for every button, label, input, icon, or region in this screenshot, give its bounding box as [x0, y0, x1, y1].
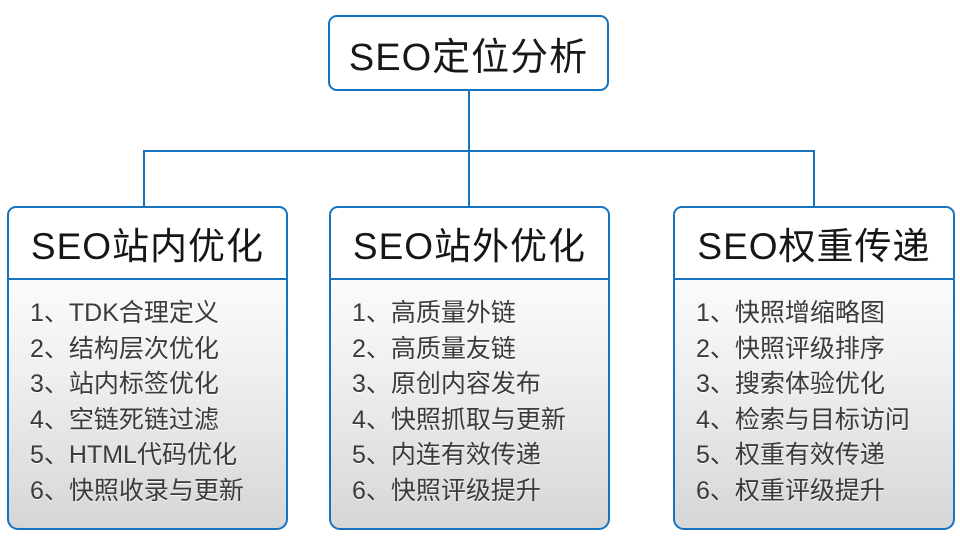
- list-item: 4、检索与目标访问: [696, 405, 910, 434]
- connector-middle-vertical: [468, 150, 470, 208]
- list-item: 1、TDK合理定义: [30, 299, 219, 327]
- list-item: 4、快照抓取与更新: [352, 405, 566, 434]
- list-item: 1、高质量外链: [352, 299, 516, 327]
- list-item: 6、快照收录与更新: [30, 476, 244, 505]
- root-node-label: SEO定位分析: [348, 36, 589, 79]
- list-item: 6、权重评级提升: [696, 476, 885, 505]
- list-item: 3、搜索体验优化: [696, 370, 885, 399]
- list-item: 6、快照评级提升: [352, 476, 541, 505]
- root-node: SEO定位分析: [328, 15, 609, 91]
- column-onsite-header: SEO站内优化: [7, 206, 288, 280]
- column-onsite-list: 1、TDK合理定义 2、结构层次优化 3、站内标签优化 4、空链死链过滤 5、H…: [7, 280, 288, 530]
- column-offsite-optimization: SEO站外优化 1、高质量外链 2、高质量友链 3、原创内容发布 4、快照抓取与…: [329, 206, 610, 530]
- list-item: 5、内连有效传递: [352, 441, 541, 470]
- list-item: 5、权重有效传递: [696, 441, 885, 470]
- column-offsite-header: SEO站外优化: [329, 206, 610, 280]
- column-offsite-list: 1、高质量外链 2、高质量友链 3、原创内容发布 4、快照抓取与更新 5、内连有…: [329, 280, 610, 530]
- list-item: 2、快照评级排序: [696, 334, 885, 363]
- list-item: 2、结构层次优化: [30, 334, 219, 363]
- connector-left-vertical: [143, 150, 145, 208]
- column-offsite-title: SEO站外优化: [352, 226, 587, 267]
- list-item: 5、HTML代码优化: [30, 441, 237, 470]
- list-item: 2、高质量友链: [352, 334, 516, 363]
- column-weight-title: SEO权重传递: [697, 226, 931, 267]
- list-item: 1、快照增缩略图: [696, 299, 885, 327]
- column-weight-transfer: SEO权重传递 1、快照增缩略图 2、快照评级排序 3、搜索体验优化 4、检索与…: [673, 206, 955, 530]
- list-item: 3、站内标签优化: [30, 370, 219, 399]
- list-item: 4、空链死链过滤: [30, 405, 219, 434]
- column-weight-list: 1、快照增缩略图 2、快照评级排序 3、搜索体验优化 4、检索与目标访问 5、权…: [673, 280, 955, 530]
- column-onsite-title: SEO站内优化: [30, 226, 265, 267]
- connector-horizontal: [143, 150, 815, 152]
- column-onsite-optimization: SEO站内优化 1、TDK合理定义 2、结构层次优化 3、站内标签优化 4、空链…: [7, 206, 288, 530]
- column-weight-header: SEO权重传递: [673, 206, 955, 280]
- connector-right-vertical: [813, 150, 815, 208]
- connector-root-vertical: [468, 91, 470, 151]
- list-item: 3、原创内容发布: [352, 370, 541, 399]
